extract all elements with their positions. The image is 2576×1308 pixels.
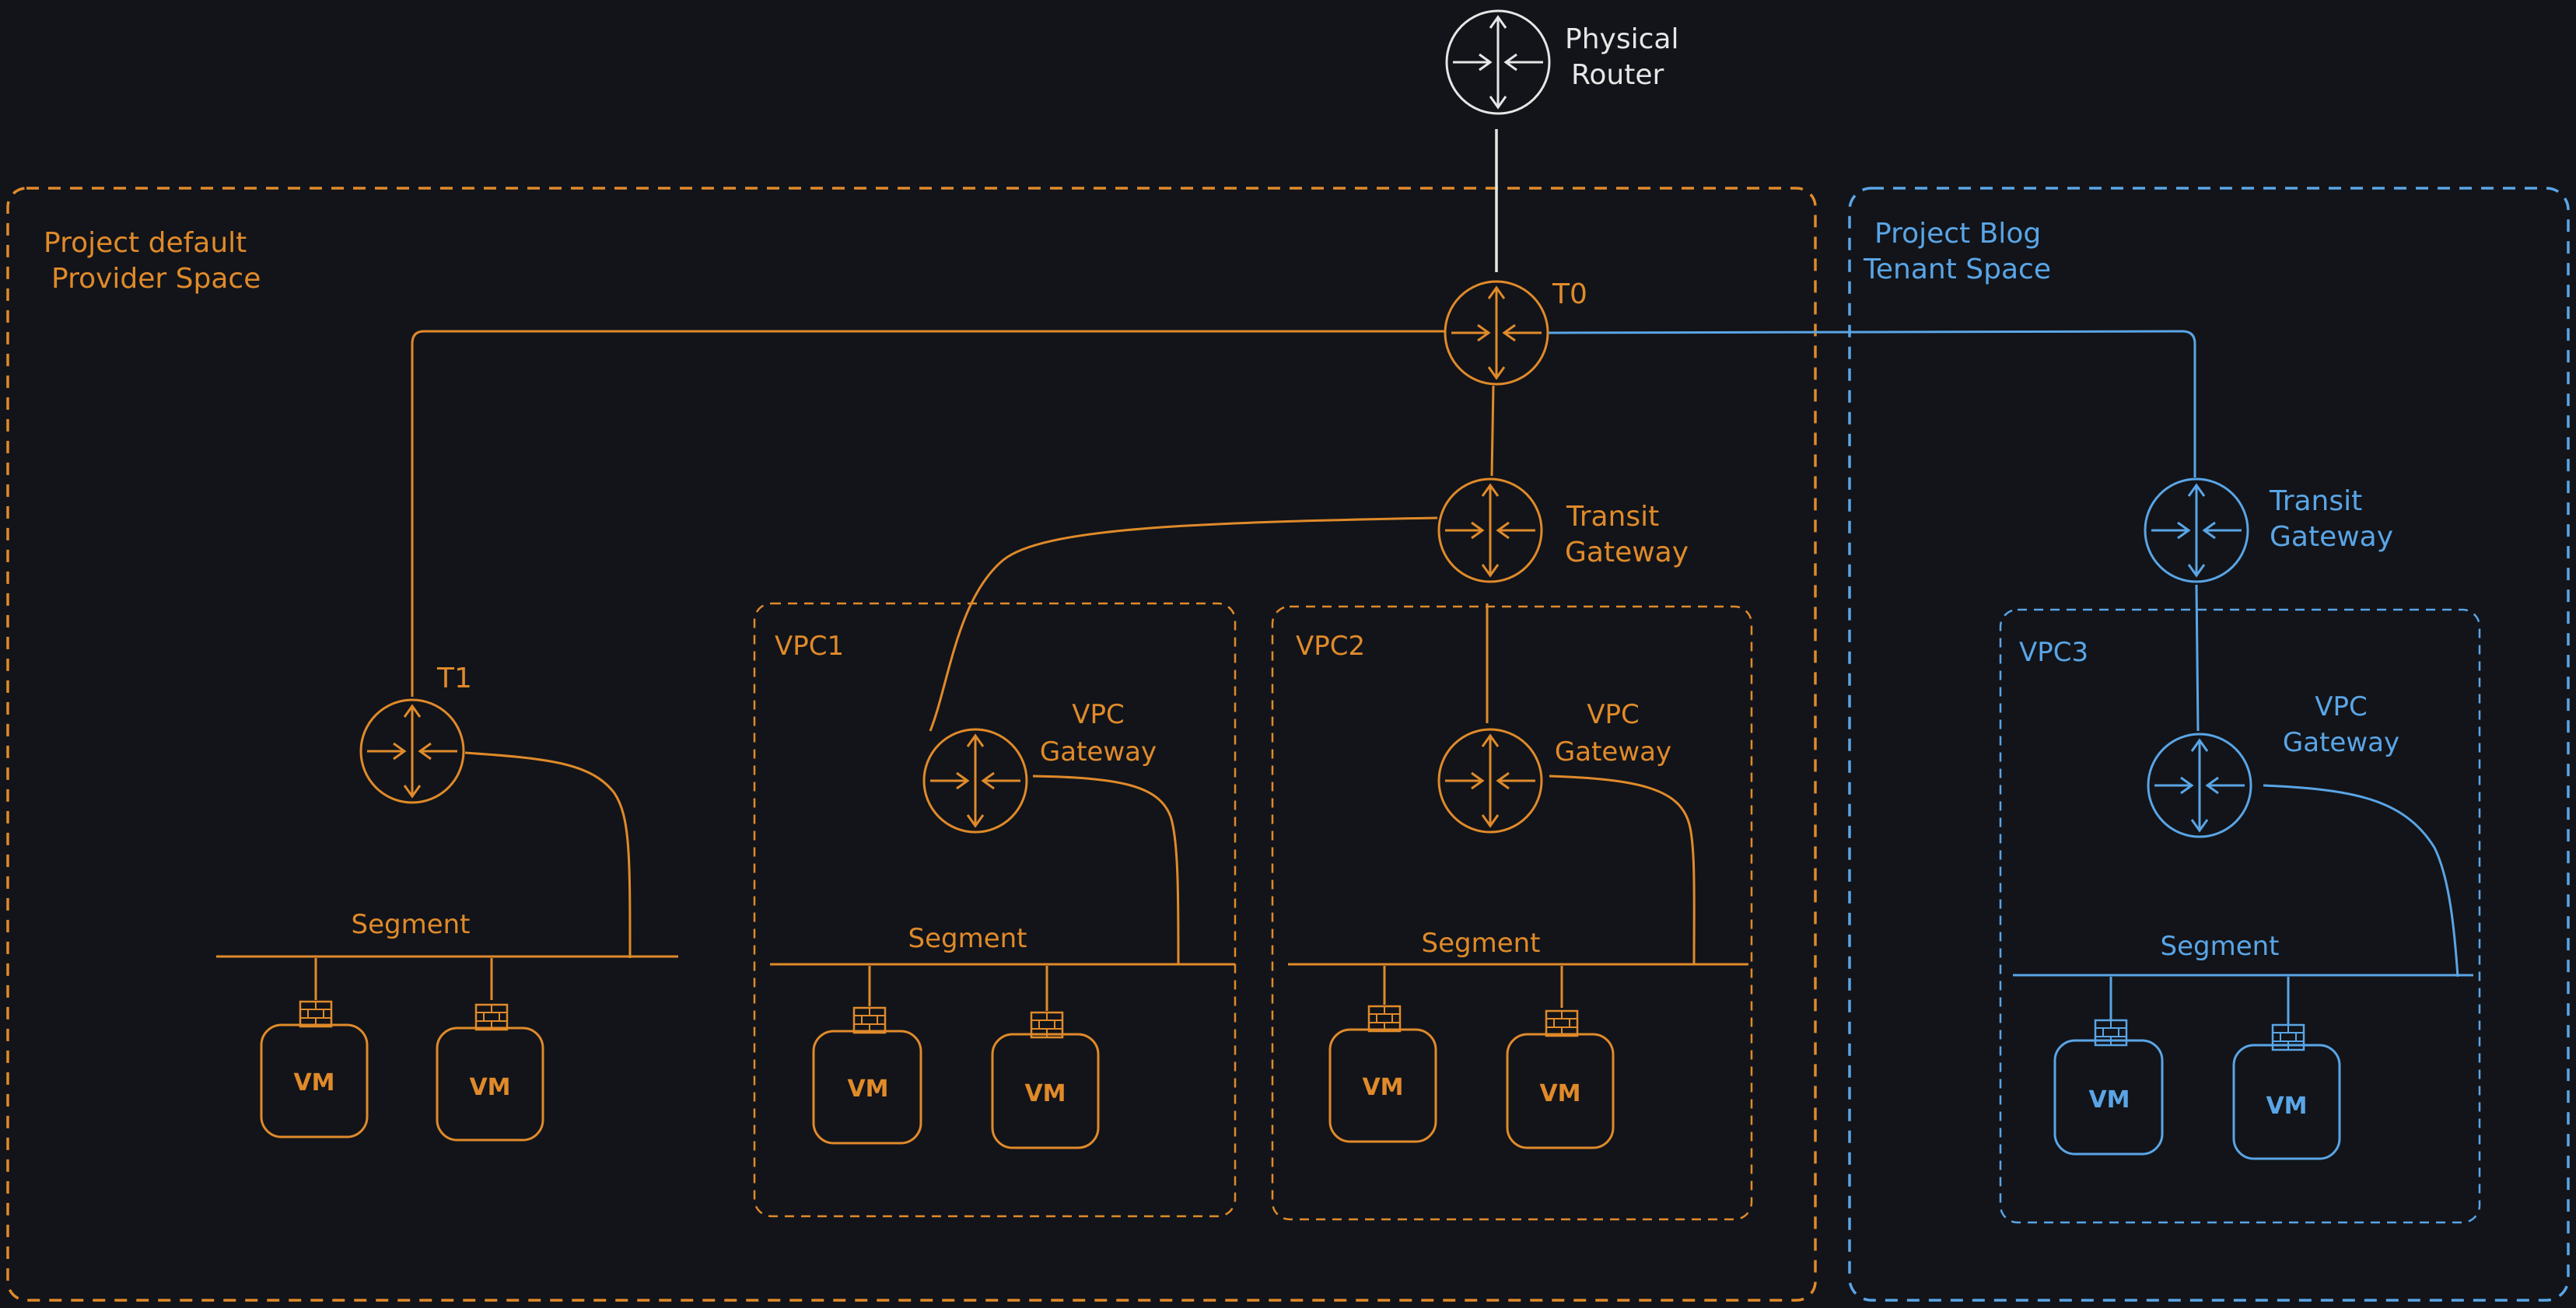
t1-vm1-box	[260, 1023, 369, 1138]
link-vpc3gw-segment	[2263, 784, 2459, 978]
link-vpc2gw-segment	[1549, 775, 1696, 965]
provider-space-box	[6, 187, 1817, 1302]
vpc1-gateway-icon	[922, 728, 1028, 834]
physical-router-label-line1: Physical	[1565, 23, 1678, 55]
provider-space-title-line1: Project default	[44, 227, 247, 259]
vpc3-name: VPC3	[2019, 637, 2088, 668]
vpc1-vm2-box	[991, 1033, 1100, 1149]
vpc3-segment-label: Segment	[2161, 931, 2280, 962]
vm-label: VM	[2266, 1093, 2307, 1120]
tenant-transit-label-line1: Transit	[2269, 485, 2362, 517]
vpc2-box	[1271, 605, 1753, 1221]
vpc1-segment-label: Segment	[908, 923, 1027, 954]
link-vpc1gw-segment	[1032, 775, 1180, 965]
vm-label: VM	[2088, 1086, 2130, 1114]
vm-label: VM	[469, 1074, 510, 1101]
vm-label: VM	[1539, 1080, 1580, 1107]
physical-router-icon	[1445, 9, 1551, 115]
provider-transit-label-line2: Gateway	[1565, 537, 1689, 568]
provider-transit-gateway-icon	[1437, 477, 1543, 583]
t0-label: T0	[1552, 278, 1587, 310]
vpc1-vm1-box	[812, 1030, 922, 1145]
vpc1-gateway-label-line2: Gateway	[1040, 736, 1157, 768]
firewall-icon	[852, 1006, 887, 1034]
tenant-transit-gateway-icon	[2144, 477, 2249, 583]
vpc2-vm2-box	[1506, 1033, 1615, 1149]
vpc3-vm1-box	[2053, 1039, 2164, 1156]
tenant-transit-label-line2: Gateway	[2270, 521, 2393, 553]
t1-segment-label: Segment	[352, 909, 471, 940]
vpc3-gateway-label-line1: VPC	[2315, 691, 2368, 722]
vm-label: VM	[1024, 1080, 1066, 1107]
firewall-icon	[1545, 1009, 1579, 1037]
link-tenant-transit-vpc3	[2195, 584, 2200, 732]
t1-label: T1	[436, 663, 472, 694]
vpc2-gateway-icon	[1437, 728, 1543, 834]
provider-space-title-line2: Provider Space	[51, 263, 261, 295]
vpc3-gateway-label-line2: Gateway	[2283, 727, 2399, 758]
link-transit-vpc1	[929, 516, 1438, 732]
tenant-space-title-line2: Tenant Space	[1863, 254, 2051, 285]
vpc2-segment-label: Segment	[1422, 928, 1541, 959]
link-t0-transit	[1490, 385, 1495, 477]
t1-router-icon	[359, 698, 465, 804]
vpc3-gateway-icon	[2147, 733, 2252, 838]
vpc2-name: VPC2	[1296, 631, 1365, 662]
vpc3-vm2-box	[2232, 1044, 2341, 1160]
firewall-icon	[1367, 1005, 1402, 1033]
link-t0-tenant-transit	[1547, 330, 2196, 477]
provider-transit-label-line1: Transit	[1566, 501, 1659, 533]
physical-router-label-line2: Router	[1571, 59, 1664, 91]
vm-label: VM	[1362, 1074, 1403, 1101]
vpc2-gateway-label-line2: Gateway	[1555, 736, 1671, 768]
t0-router-icon	[1444, 280, 1549, 386]
firewall-icon	[474, 1003, 509, 1031]
t1-vm2-box	[436, 1026, 544, 1142]
tenant-space-title-line1: Project Blog	[1874, 218, 2041, 250]
vpc3-box	[1999, 608, 2481, 1224]
vpc2-vm1-box	[1328, 1028, 1437, 1143]
vpc1-name: VPC1	[775, 631, 844, 662]
link-t0-t1	[411, 330, 1445, 697]
link-t1-segment	[464, 751, 632, 959]
vm-label: VM	[847, 1075, 888, 1103]
vpc1-box	[753, 602, 1237, 1218]
vpc1-gateway-label-line1: VPC	[1072, 699, 1125, 730]
vpc2-gateway-label-line1: VPC	[1587, 699, 1640, 730]
vm-label: VM	[293, 1069, 334, 1096]
tenant-space-box	[1848, 187, 2570, 1302]
firewall-icon	[299, 1000, 333, 1028]
